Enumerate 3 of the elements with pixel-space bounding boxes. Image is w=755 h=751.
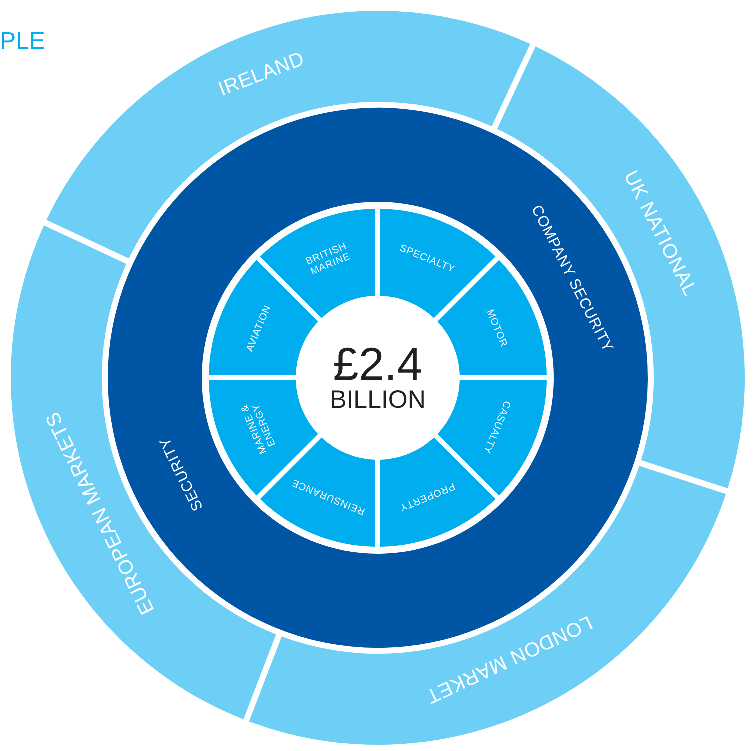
heading-text: PLE xyxy=(0,28,46,56)
value-number: £2.4 xyxy=(333,340,423,388)
value-unit: BILLION xyxy=(330,386,426,414)
